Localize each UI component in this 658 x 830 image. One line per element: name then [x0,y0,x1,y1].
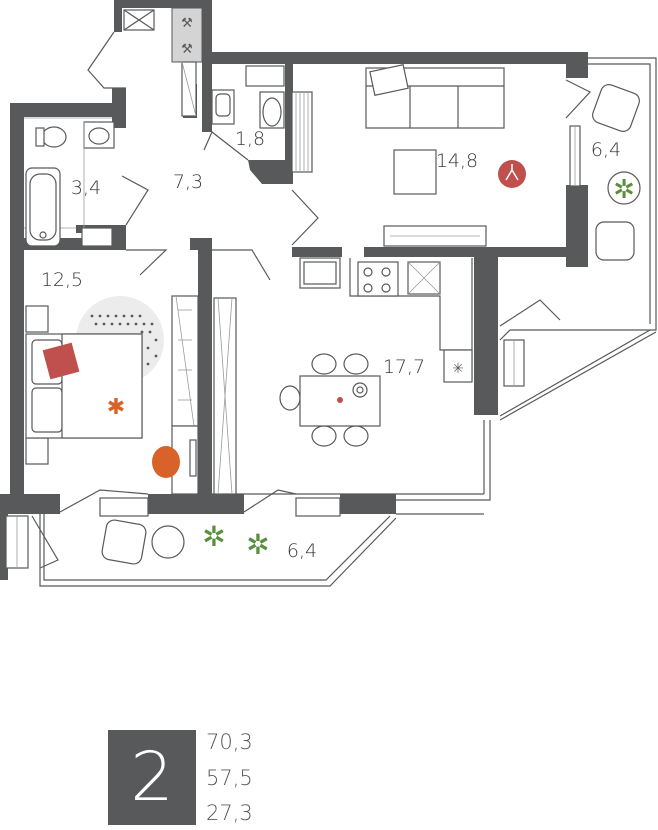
total-area: 70,3 [206,730,253,754]
balcony-right-furniture: ✲ [592,84,641,261]
area-label-balcony-bottom: 6,4 [287,540,317,562]
area-label-hallway: 7,3 [173,171,203,193]
bathroom-fixtures [25,121,115,247]
doors [59,79,591,513]
kitchen-furniture: ✳ [213,257,561,495]
svg-text:⚒: ⚒ [181,16,193,31]
area-label-kitchen: 17,7 [383,356,425,378]
living-area: 57,5 [206,765,253,790]
wc-fixtures [211,65,313,173]
svg-text:✲: ✲ [202,520,225,553]
bedroom-furniture: ✱ [25,295,199,495]
kitchen-area: 27,3 [206,801,253,825]
area-label-bedroom: 12,5 [41,269,83,291]
svg-text:✱: ✱ [107,395,125,420]
svg-text:✳: ✳ [452,361,464,377]
area-label-living-room: 14,8 [436,150,478,172]
area-labels: 3,4 7,3 1,8 14,8 6,4 12,5 17,7 6,4 [41,128,621,562]
floor-plan: ⚒ ⚒ [0,0,657,587]
svg-text:⚒: ⚒ [181,42,193,57]
svg-text:✲: ✲ [246,528,269,561]
area-label-balcony-right: 6,4 [591,139,621,161]
hallway-closet: ⚒ ⚒ [123,7,203,117]
svg-text:✲: ✲ [613,175,635,205]
thin-lines [24,31,657,587]
room-count-badge: 2 [108,730,196,825]
area-figures: 70,3 57,5 27,3 [206,730,253,825]
living-room-furniture [365,64,581,247]
area-label-wc: 1,8 [235,128,265,150]
balcony-bottom-furniture: ✲ ✲ [5,497,341,569]
area-label-bathroom: 3,4 [71,177,101,199]
apartment-summary: 2 70,3 57,5 27,3 [108,730,308,825]
